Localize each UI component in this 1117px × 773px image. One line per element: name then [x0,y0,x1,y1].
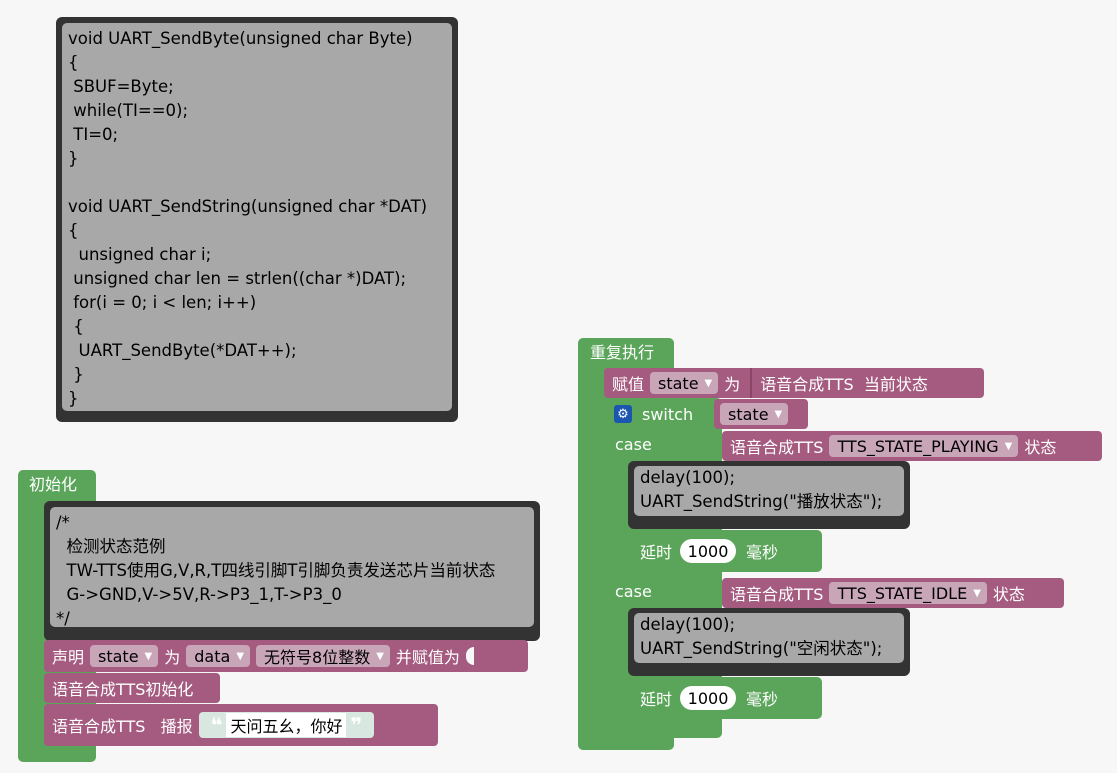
gear-icon[interactable]: ⚙ [614,405,632,423]
case-prefix: 语音合成TTS [730,585,824,604]
assign-label: 赋值 [612,375,645,394]
setup-label: 初始化 [29,475,78,494]
code-block-idle[interactable]: delay(100); UART_SendString("空闲状态"); [628,608,910,676]
switch-header: ⚙ switch [614,400,693,428]
tts-state-value: TTS_STATE_PLAYING [837,436,999,456]
declare-as-label: 为 [164,648,181,667]
delay-unit: 毫秒 [746,543,779,562]
declare-type-dropdown[interactable]: 无符号8位整数 ▼ [256,645,390,667]
assign-var-value: state [658,373,699,393]
delay-unit: 毫秒 [746,690,779,709]
code-text[interactable]: void UART_SendByte(unsigned char Byte) {… [62,23,452,411]
assign-block[interactable]: 赋值 state ▼ 为 语音合成TTS 当前状态 [604,368,984,398]
switch-var-block[interactable]: state ▼ [714,399,808,429]
tts-play-text[interactable]: 天问五幺，你好 [226,713,347,737]
delay-value-input[interactable]: 1000 [680,686,737,710]
declare-kind-value: data [194,646,231,666]
declare-kind-dropdown[interactable]: data ▼ [186,645,251,667]
case-condition-playing[interactable]: 语音合成TTS TTS_STATE_PLAYING ▼ 状态 [722,431,1102,461]
case-label: case [615,435,652,454]
delay-label: 延时 [640,543,673,562]
case-suffix: 状态 [1024,438,1057,457]
tts-state-value: TTS_STATE_IDLE [837,583,968,603]
chevron-down-icon: ▼ [704,377,713,389]
tts-current-state-block[interactable]: 语音合成TTS 当前状态 [750,368,936,398]
close-quote-icon: ❞ [350,713,363,737]
assign-var-dropdown[interactable]: state ▼ [650,372,719,394]
tts-current-state-label: 语音合成TTS 当前状态 [760,375,928,394]
tts-init-block[interactable]: 语音合成TTS初始化 [44,673,220,703]
declare-type-value: 无符号8位整数 [264,648,371,667]
declare-var-value: state [98,646,139,666]
delay-value-input[interactable]: 1000 [680,539,737,563]
switch-var-value: state [728,404,769,424]
case-prefix: 语音合成TTS [730,438,824,457]
code-block-comment[interactable]: /* 检测状态范例 TW-TTS使用G,V,R,T四线引脚T引脚负责发送芯片当前… [44,501,540,641]
declare-assign-label: 并赋值为 [395,648,460,667]
loop-label: 重复执行 [590,343,655,362]
chevron-down-icon: ▼ [376,650,384,662]
switch-label: switch [642,404,694,424]
tts-play-label: 语音合成TTS 播报 [52,717,193,736]
tts-state-dropdown[interactable]: TTS_STATE_IDLE ▼ [829,582,987,604]
delay-block[interactable]: 延时 1000 毫秒 [628,677,822,719]
case-suffix: 状态 [992,585,1025,604]
code-text[interactable]: delay(100); UART_SendString("播放状态"); [634,466,904,516]
value-input-socket[interactable] [465,647,474,665]
assign-as-label: 为 [724,375,741,394]
comment-text[interactable]: /* 检测状态范例 TW-TTS使用G,V,R,T四线引脚T引脚负责发送芯片当前… [50,507,534,627]
switch-var-dropdown[interactable]: state ▼ [720,403,789,425]
tts-state-dropdown[interactable]: TTS_STATE_PLAYING ▼ [829,435,1019,457]
code-block-playing[interactable]: delay(100); UART_SendString("播放状态"); [628,461,910,529]
case-condition-idle[interactable]: 语音合成TTS TTS_STATE_IDLE ▼ 状态 [722,578,1064,608]
chevron-down-icon: ▼ [774,408,783,420]
open-quote-icon: ❝ [210,713,223,737]
tts-play-text-input[interactable]: ❝ 天问五幺，你好 ❞ [198,712,375,738]
case-label: case [615,582,652,601]
declare-var-dropdown[interactable]: state ▼ [90,645,159,667]
chevron-down-icon: ▼ [236,650,245,662]
code-block-uart-functions[interactable]: void UART_SendByte(unsigned char Byte) {… [56,17,458,422]
code-text[interactable]: delay(100); UART_SendString("空闲状态"); [634,613,904,663]
tts-play-block[interactable]: 语音合成TTS 播报 ❝ 天问五幺，你好 ❞ [44,704,438,746]
delay-block[interactable]: 延时 1000 毫秒 [628,530,822,572]
chevron-down-icon: ▼ [144,650,153,662]
declare-label: 声明 [52,648,85,667]
tts-init-label: 语音合成TTS初始化 [52,680,194,699]
chevron-down-icon: ▼ [973,587,981,599]
delay-label: 延时 [640,690,673,709]
declare-variable-block[interactable]: 声明 state ▼ 为 data ▼ 无符号8位整数 ▼ 并赋值为 [44,640,528,672]
chevron-down-icon: ▼ [1004,440,1013,452]
